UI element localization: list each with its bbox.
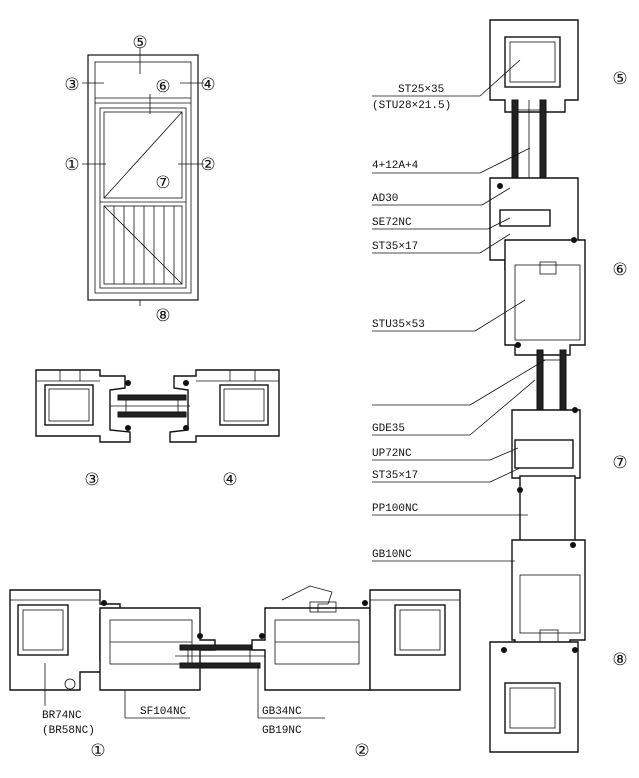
marker-4: ④	[200, 75, 215, 95]
label-glass-spec: 4+12A+4	[372, 160, 419, 172]
label-sf104nc: SF104NC	[140, 706, 187, 718]
label-gb19nc: GB19NC	[262, 725, 302, 737]
label-stu35x53: STU35×53	[372, 319, 425, 331]
marker-3-section: ③	[84, 470, 99, 490]
label-gde35: GDE35	[372, 423, 405, 435]
marker-2: ②	[200, 155, 215, 175]
section-1-2	[9, 585, 461, 691]
window-elevation	[82, 48, 204, 306]
marker-8-vertical: ⑧	[612, 650, 627, 670]
leader-lines	[44, 59, 546, 719]
vertical-section	[489, 19, 586, 753]
label-up72nc: UP72NC	[372, 448, 412, 460]
marker-6: ⑥	[155, 77, 170, 97]
label-se72nc: SE72NC	[372, 217, 412, 229]
label-gb34nc: GB34NC	[262, 706, 302, 718]
marker-6-vertical: ⑥	[612, 260, 627, 280]
label-gb10nc: GB10NC	[372, 549, 412, 561]
marker-1: ①	[64, 155, 79, 175]
section-3-4	[35, 369, 280, 443]
label-st35x17-b: ST35×17	[372, 470, 418, 482]
marker-7-vertical: ⑦	[612, 453, 627, 473]
marker-5-top: ⑤	[132, 33, 147, 53]
label-stu28: (STU28×21.5)	[372, 100, 451, 112]
marker-2-section: ②	[354, 741, 369, 761]
label-st25x35: ST25×35	[398, 84, 444, 96]
label-st35x17-a: ST35×17	[372, 241, 418, 253]
marker-8: ⑧	[155, 306, 170, 326]
marker-4-section: ④	[222, 470, 237, 490]
marker-5-vertical: ⑤	[612, 69, 627, 89]
label-br74nc: BR74NC	[42, 710, 82, 722]
label-ad30: AD30	[372, 193, 398, 205]
marker-7: ⑦	[155, 173, 170, 193]
marker-3: ③	[64, 75, 79, 95]
label-br58nc: (BR58NC)	[42, 725, 95, 737]
label-pp100nc: PP100NC	[372, 503, 419, 515]
marker-1-section: ①	[90, 741, 105, 761]
